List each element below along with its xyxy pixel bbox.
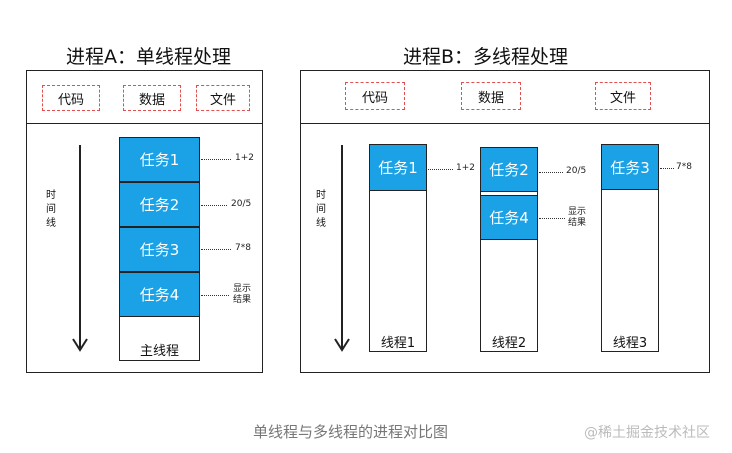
panel-b-leader-2: [539, 172, 563, 173]
panel-b-code-resource: 代码: [345, 82, 405, 110]
panel-b-thread-1-label: 线程1: [380, 336, 416, 351]
panel-b-task-1: 任务1: [369, 144, 427, 191]
panel-b-task-2: 任务2: [480, 147, 538, 192]
panel-b-task-4: 任务4: [480, 195, 538, 240]
panel-a-annotation-1: 1+2: [235, 153, 254, 163]
panel-a-title: 进程A：单线程处理: [66, 46, 231, 68]
panel-b-file-resource: 文件: [595, 82, 651, 110]
panel-a-annotation-2: 20/5: [231, 199, 252, 209]
panel-b-timeline-arrow: [334, 145, 350, 352]
panel-a-leader-3: [201, 249, 231, 250]
panel-a-data-resource: 数据: [123, 85, 181, 111]
panel-a-task-1: 任务1: [119, 137, 200, 182]
panel-b-thread-3-label: 线程3: [612, 336, 648, 351]
panel-b-title: 进程B：多线程处理: [403, 46, 569, 68]
panel-a-timeline-label: 时 间 线: [46, 190, 56, 229]
panel-a-leader-2: [201, 205, 227, 206]
panel-b-annotation-1: 1+2: [456, 163, 475, 173]
figure-caption: 单线程与多线程的进程对比图: [253, 423, 449, 441]
panel-b-annotation-2: 20/5: [566, 166, 587, 176]
panel-b-timeline-label: 时 间 线: [316, 190, 326, 229]
panel-a-leader-4: [201, 295, 229, 296]
process-b-divider: [300, 123, 710, 124]
panel-b-leader-4: [539, 218, 565, 219]
watermark: @稀土掘金技术社区: [584, 425, 710, 441]
panel-b-leader-1: [428, 169, 453, 170]
panel-a-annotation-3: 7*8: [235, 243, 251, 253]
panel-a-task-4: 任务4: [119, 272, 200, 317]
panel-b-annotation-3: 7*8: [676, 162, 692, 172]
panel-a-task-3: 任务3: [119, 227, 200, 272]
panel-b-task-3: 任务3: [601, 144, 659, 190]
panel-a-code-resource: 代码: [42, 85, 100, 111]
panel-a-timeline-arrow: [72, 145, 88, 352]
panel-a-annotation-4: 显示结果: [233, 284, 252, 305]
panel-a-task-2: 任务2: [119, 182, 200, 227]
panel-b-annotation-4: 显示结果: [568, 207, 587, 228]
panel-a-main-thread-label: 主线程: [139, 344, 179, 359]
panel-a-file-resource: 文件: [196, 85, 250, 111]
panel-b-leader-3: [660, 168, 674, 169]
panel-b-thread-2-label: 线程2: [491, 336, 527, 351]
panel-b-data-resource: 数据: [461, 82, 521, 110]
process-a-divider: [26, 123, 263, 124]
panel-a-leader-1: [201, 159, 231, 160]
